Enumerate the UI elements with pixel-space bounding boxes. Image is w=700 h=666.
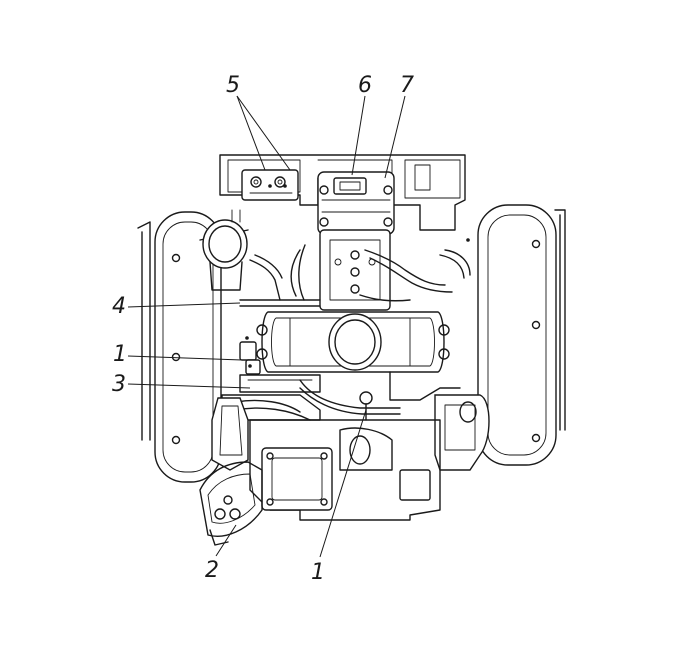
- intake-pipe: [199, 209, 249, 291]
- callout-7: 7: [400, 73, 414, 98]
- fuel-pump: [319, 229, 391, 311]
- callout-labels: 5 6 7 4 1 3 2 1: [112, 73, 414, 585]
- bolt-dots: [245, 184, 470, 368]
- lower-pipework: [221, 371, 461, 421]
- lower-housing: [249, 419, 441, 521]
- callout-leaders: [127, 95, 406, 558]
- right-valve-cover: [477, 204, 566, 466]
- callout-5: 5: [226, 73, 240, 98]
- callout-3: 3: [112, 372, 126, 397]
- callout-2: 2: [205, 558, 219, 583]
- left-exhaust-elbow: [211, 397, 249, 471]
- intake-manifold: [256, 311, 450, 373]
- callout-4: 4: [112, 294, 126, 319]
- callout-6: 6: [358, 73, 372, 98]
- starter-assembly: [199, 461, 263, 546]
- left-valve-cover: [137, 211, 222, 483]
- callout-1-left: 1: [113, 342, 127, 367]
- fuel-lines: [239, 244, 471, 307]
- rear-central-unit: [317, 171, 395, 235]
- callout-1-bottom: 1: [311, 560, 325, 585]
- right-exhaust-elbow: [434, 394, 490, 471]
- left-fittings: [239, 341, 321, 393]
